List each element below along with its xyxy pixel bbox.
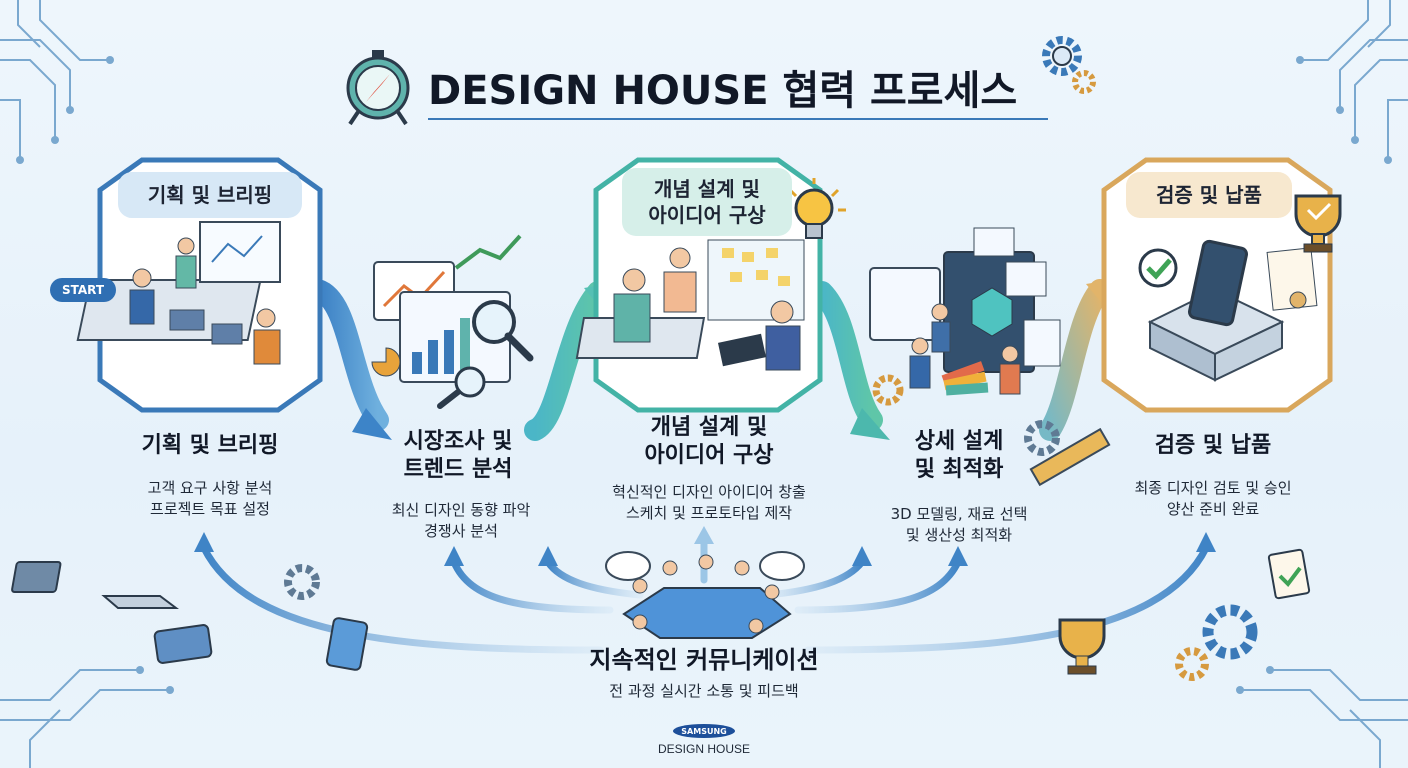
desc-line: 최신 디자인 동향 파악	[391, 501, 531, 519]
card-label-delivery: 검증 및 납품	[1126, 172, 1292, 218]
trophy-icon	[1294, 194, 1342, 253]
analytics-illustration	[371, 234, 534, 409]
step-title-briefing: 기획 및 브리핑	[141, 433, 279, 458]
step-desc-research: 최신 디자인 동향 파악 경쟁사 분석	[356, 500, 566, 542]
checklist-icon	[1267, 548, 1311, 600]
lightbulb-icon	[782, 178, 846, 239]
desc-line: 고객 요구 사항 분석	[147, 479, 273, 497]
trophy-icon	[1058, 618, 1106, 675]
card-label-briefing: 기획 및 브리핑	[118, 172, 302, 218]
tablet-icon	[325, 617, 369, 671]
step-desc-detail: 3D 모델링, 재료 선택 및 생산성 최적화	[864, 504, 1054, 546]
ruler-icon	[1029, 427, 1111, 487]
step-desc-briefing: 고객 요구 사항 분석 프로젝트 목표 설정	[100, 478, 320, 520]
flow-arrow-3	[811, 281, 883, 431]
modeling-illustration	[869, 227, 1061, 406]
card-label-concept: 개념 설계 및 아이디어 구상	[622, 168, 792, 236]
gear-icon	[1024, 420, 1060, 456]
step-title-detail: 상세 설계 및 최적화	[914, 429, 1004, 482]
title-underline	[428, 118, 1048, 120]
card-briefing	[76, 157, 323, 413]
step-title-concept: 개념 설계 및 아이디어 구상	[644, 415, 774, 468]
page-title: DESIGN HOUSE 협력 프로세스	[428, 68, 1018, 114]
step-desc-concept: 혁신적인 디자인 아이디어 창출 스케치 및 프로토타입 제작	[584, 482, 834, 524]
step-desc-delivery: 최종 디자인 검토 및 승인 양산 준비 완료	[1098, 478, 1328, 520]
desc-line: 혁신적인 디자인 아이디어 창출	[612, 483, 806, 501]
flow-arrow-1	[307, 279, 389, 431]
flow-arrow-2	[524, 281, 609, 441]
compass-icon	[346, 50, 410, 126]
communication-subtitle: 전 과정 실시간 소통 및 피드백	[609, 682, 799, 700]
laptop-icon	[11, 561, 179, 609]
card-delivery	[1101, 157, 1333, 413]
brand-logo: SAMSUNG	[673, 724, 735, 738]
desc-line: 양산 준비 완료	[1166, 500, 1260, 518]
desc-line: 프로젝트 목표 설정	[150, 500, 270, 518]
gear-icon	[284, 564, 320, 600]
start-badge: START	[50, 278, 116, 302]
desc-line: 3D 모델링, 재료 선택	[890, 505, 1028, 523]
brand-name: DESIGN HOUSE	[657, 742, 750, 756]
gear-icon	[1175, 604, 1258, 681]
communication-title: 지속적인 커뮤니케이션	[589, 646, 819, 674]
step-title-research: 시장조사 및 트렌드 분석	[403, 429, 513, 482]
desc-line: 최종 디자인 검토 및 승인	[1134, 479, 1292, 497]
meeting-illustration	[605, 551, 805, 639]
tablet-icon	[153, 624, 213, 664]
desc-line: 스케치 및 프로토타입 제작	[625, 504, 793, 522]
step-title-delivery: 검증 및 납품	[1154, 433, 1272, 458]
flow-arrow-4	[1039, 279, 1111, 441]
desc-line: 및 생산성 최적화	[905, 526, 1013, 544]
desc-line: 경쟁사 분석	[424, 522, 498, 540]
gear-icon	[1042, 36, 1096, 94]
